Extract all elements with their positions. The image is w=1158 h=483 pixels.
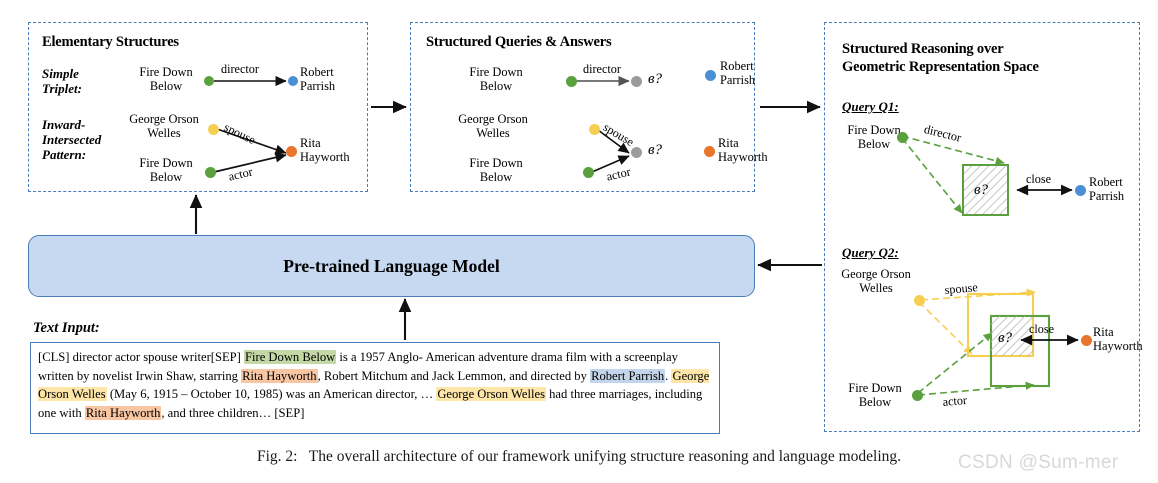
entity-label-fire-down-below-1: Fire Down Below — [139, 65, 193, 93]
query2-head2-label: Fire Down Below — [469, 156, 523, 184]
row-label-inward-intersected: Inward- Intersected Pattern: — [42, 117, 102, 162]
entity-label-rita-hayworth-1: Rita Hayworth — [300, 136, 350, 164]
q2-answer-label: Rita Hayworth — [1093, 325, 1143, 353]
query-q2-label: Query Q2: — [842, 245, 899, 260]
entity-dot-orange-1 — [286, 146, 297, 157]
highlight-blue: Robert Parrish — [590, 368, 666, 383]
panel-elementary-structures — [28, 22, 368, 192]
q2-head2-label: Fire Down Below — [848, 381, 902, 409]
panel-reasoning-title-line1: Structured Reasoning over — [842, 41, 1004, 57]
caption-label: Fig. 2: — [256, 448, 298, 465]
relation-label-director-1: director — [221, 62, 259, 76]
q2-close-label: close — [1029, 322, 1055, 336]
q1-box-variable: в? — [974, 182, 989, 198]
variable-dot-grey-1 — [631, 76, 642, 87]
panel-reasoning-title-line2: Geometric Representation Space — [842, 59, 1039, 75]
entity-dot-green-3 — [566, 76, 577, 87]
text-input-body: [CLS] director actor spouse writer[SEP] … — [38, 350, 710, 420]
figure-caption: Fig. 2: The overall architecture of our … — [0, 448, 1158, 466]
q2-head1-label: George Orson Welles — [841, 267, 911, 295]
panel-queries-title: Structured Queries & Answers — [426, 34, 612, 50]
entity-label-george-orson-welles-1: George Orson Welles — [129, 112, 199, 140]
pretrained-language-model-box: Pre-trained Language Model — [28, 235, 755, 297]
query2-answer-label: Rita Hayworth — [718, 136, 768, 164]
entity-label-robert-parrish-1: Robert Parrish — [300, 65, 336, 93]
entity-dot-yellow-3 — [914, 295, 925, 306]
q1-answer-label: Robert Parrish — [1089, 175, 1125, 203]
text-input-title: Text Input: — [33, 320, 100, 336]
entity-dot-blue-2 — [705, 70, 716, 81]
entity-dot-yellow-2 — [589, 124, 600, 135]
q1-close-label: close — [1026, 172, 1052, 186]
q1-head-label: Fire Down Below — [847, 123, 901, 151]
query1-answer-label: Robert Parrish — [720, 59, 756, 87]
query1-relation-label: director — [583, 62, 621, 76]
entity-dot-green-2 — [205, 167, 216, 178]
entity-dot-green-1 — [204, 76, 214, 86]
entity-dot-yellow-1 — [208, 124, 219, 135]
highlight-orange: Rita Hayworth — [241, 368, 318, 383]
entity-dot-blue-3 — [1075, 185, 1086, 196]
query1-variable: в? — [648, 71, 663, 87]
query2-variable: в? — [648, 142, 663, 158]
entity-dot-orange-3 — [1081, 335, 1092, 346]
highlight-green: Fire Down Below — [244, 350, 337, 364]
row-label-simple-triplet: Simple Triplet: — [42, 66, 82, 96]
highlight-yellow: George Orson Welles — [436, 387, 546, 401]
panel-structured-queries — [410, 22, 755, 192]
q2-box-variable: в? — [998, 330, 1013, 346]
entity-label-fire-down-below-2: Fire Down Below — [139, 156, 193, 184]
entity-dot-green-4 — [583, 167, 594, 178]
query1-head-label: Fire Down Below — [469, 65, 523, 93]
q2-relation2-label: actor — [942, 392, 968, 409]
entity-dot-blue-1 — [288, 76, 298, 86]
variable-dot-grey-2 — [631, 147, 642, 158]
highlight-orange: Rita Hayworth — [84, 405, 162, 420]
panel-elementary-title: Elementary Structures — [42, 34, 179, 50]
plm-label: Pre-trained Language Model — [283, 255, 500, 276]
text-input-box: [CLS] director actor spouse writer[SEP] … — [30, 342, 720, 434]
entity-dot-green-6 — [912, 390, 923, 401]
query2-head1-label: George Orson Welles — [458, 112, 528, 140]
q2-relation1-label: spouse — [944, 280, 979, 297]
entity-dot-orange-2 — [704, 146, 715, 157]
query-q1-label: Query Q1: — [842, 99, 899, 114]
panel-structured-reasoning — [824, 22, 1140, 432]
entity-dot-green-5 — [897, 132, 908, 143]
caption-text: The overall architecture of our framewor… — [308, 448, 902, 465]
